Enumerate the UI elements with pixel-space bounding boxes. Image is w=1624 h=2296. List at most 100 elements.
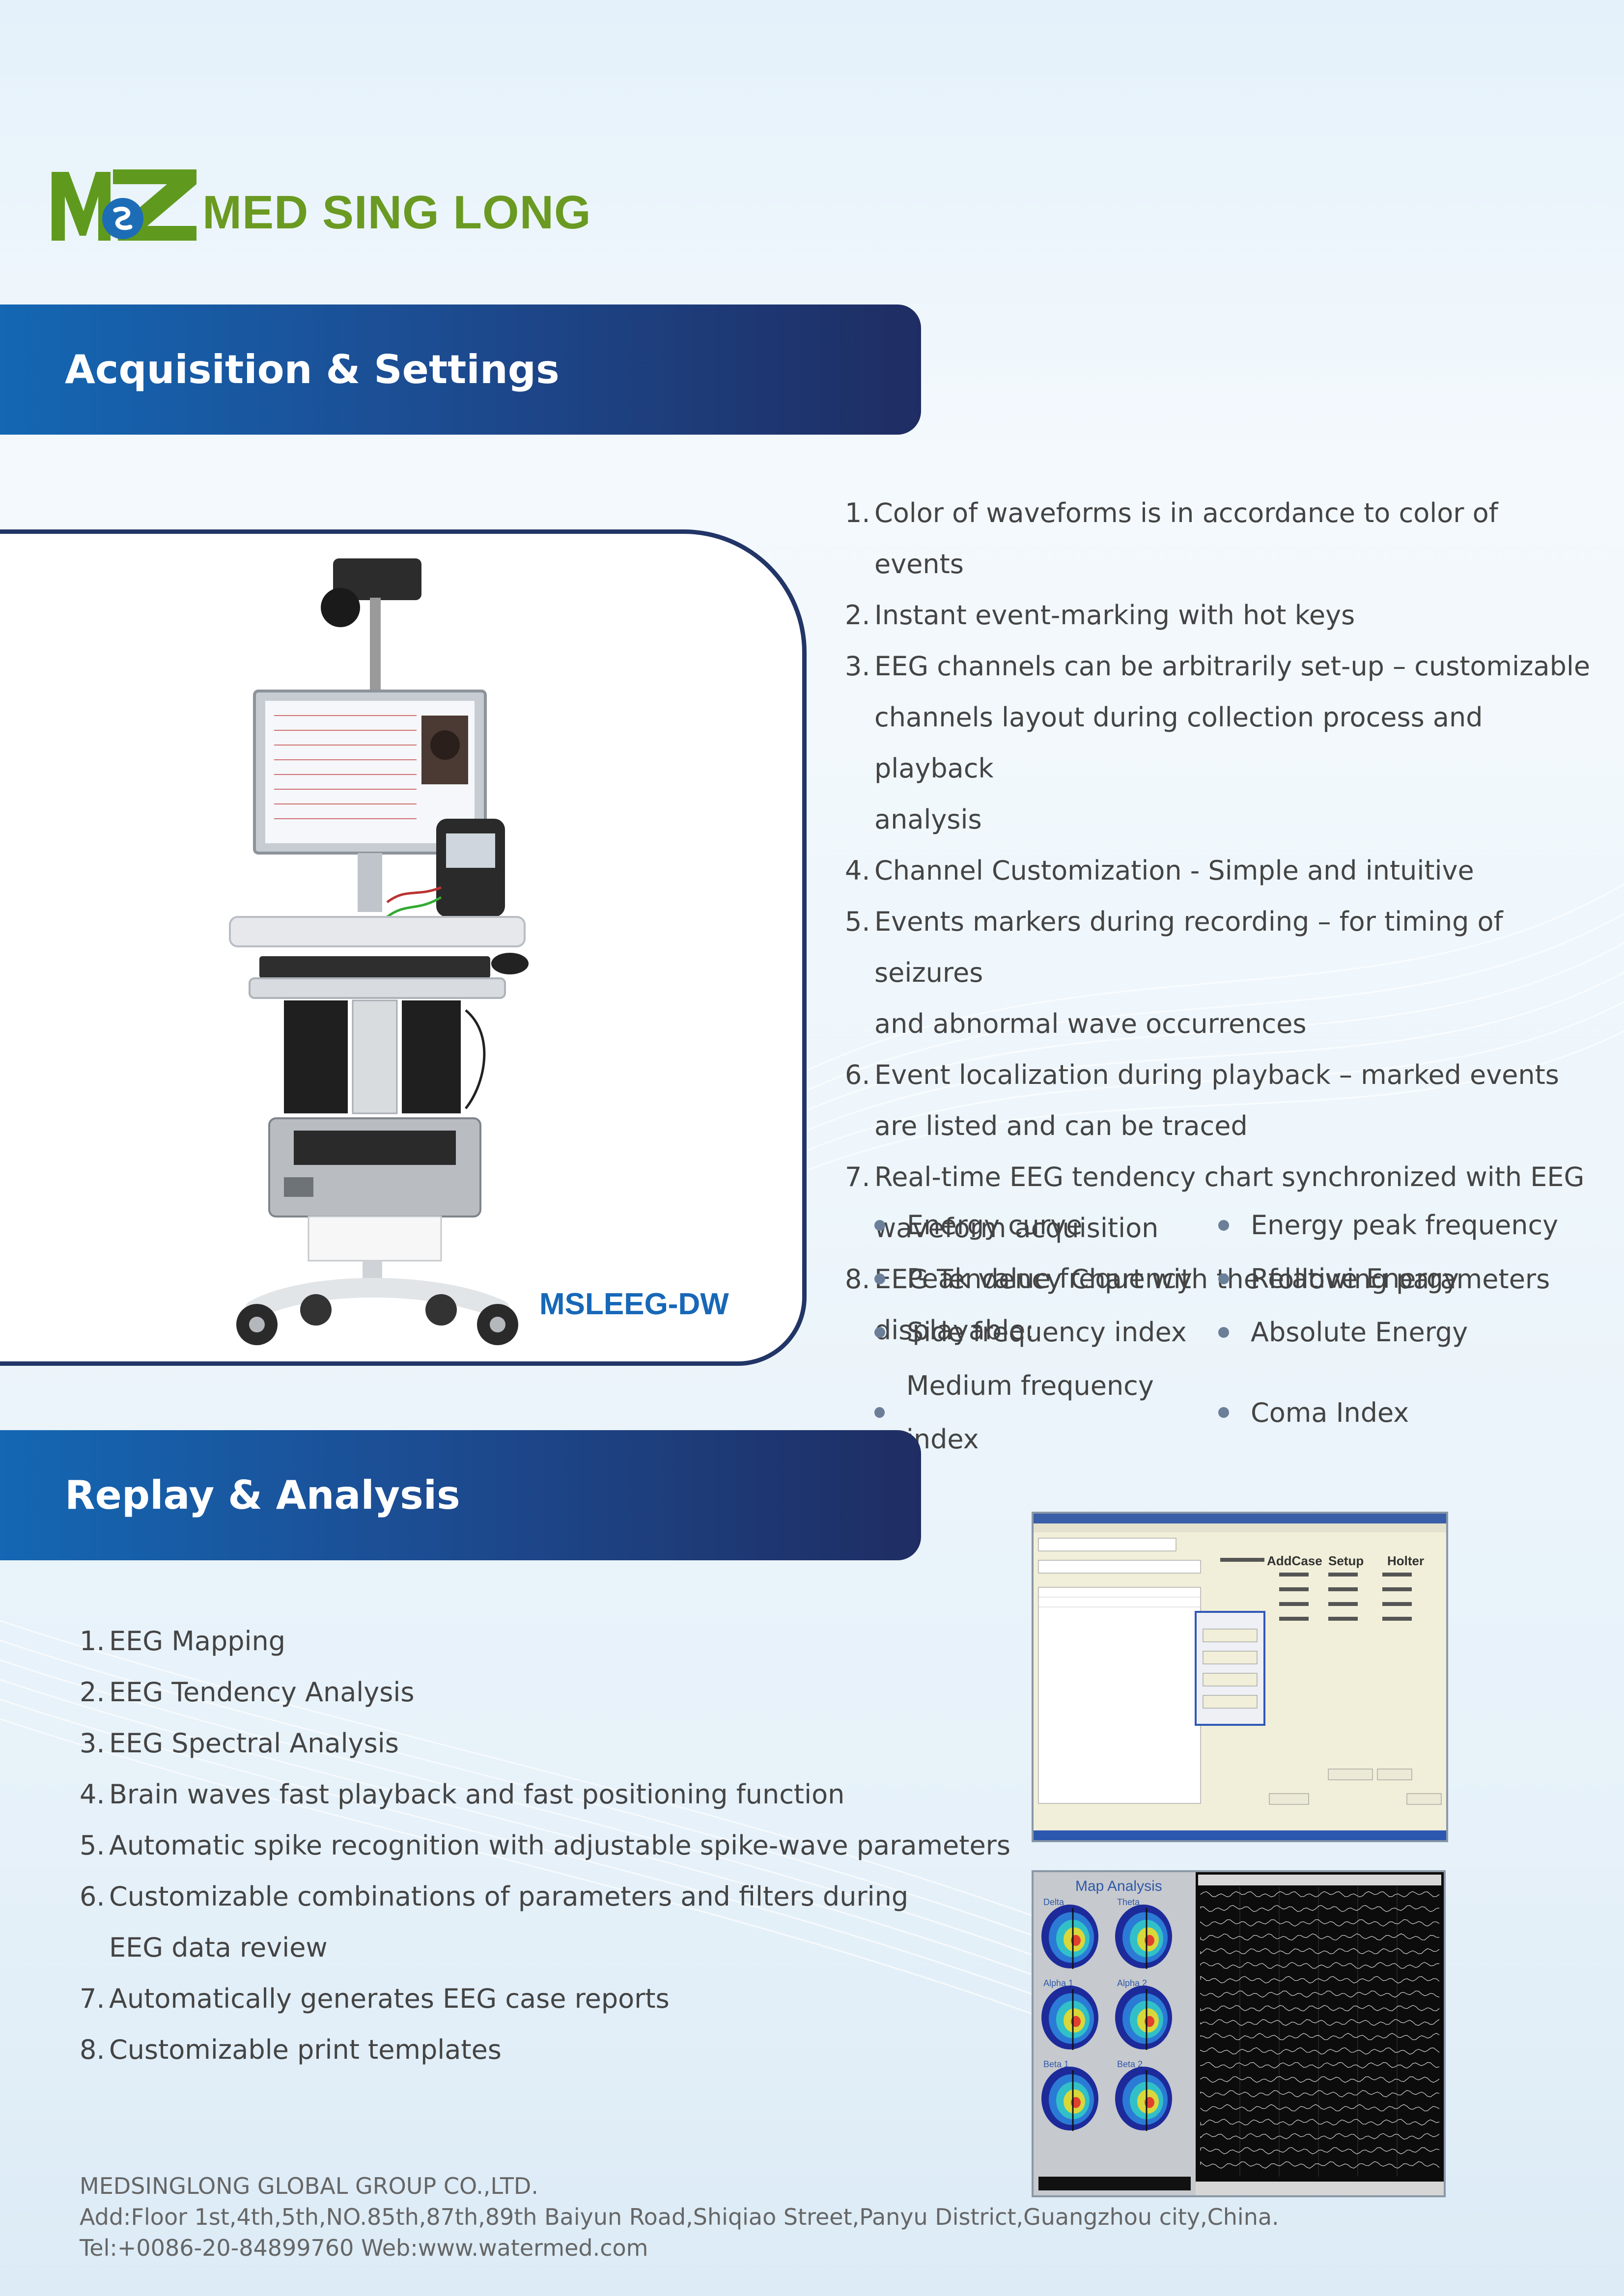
- eeg-trace: [1200, 1933, 1440, 1941]
- list-item: 8.EEG Tendency Chart with the following …: [845, 1254, 1592, 1356]
- eeg-trace: [1200, 2062, 1440, 2069]
- holter-button-label: Holter: [1387, 1553, 1424, 1568]
- list-item-line: Event localization during playback – mar…: [874, 1059, 1559, 1090]
- list-number: 4.: [80, 1779, 105, 1810]
- bullet-dot-icon: [1218, 1219, 1229, 1231]
- list-number: 3.: [845, 651, 870, 682]
- list-item-line: displayable:: [874, 1315, 1035, 1346]
- list-number: 1.: [80, 1626, 105, 1657]
- list-number: 8.: [80, 2034, 105, 2065]
- bullet-dot-icon: [874, 1327, 885, 1338]
- list-item-line: Automatic spike recognition with adjusta…: [109, 1830, 1010, 1861]
- bullet-dot-icon: [1218, 1327, 1229, 1338]
- brain-map: Alpha 1: [1041, 1978, 1098, 2050]
- eeg-trace: [1200, 2090, 1440, 2098]
- list-number: 1.: [845, 498, 870, 528]
- list-item-line: Customizable combinations of parameters …: [109, 1881, 909, 1912]
- parameter-label: Relative Energy: [1251, 1263, 1459, 1294]
- eeg-trace: [1200, 1948, 1440, 1955]
- list-item-line: waveform acquisition: [874, 1213, 1159, 1244]
- eeg-trace: [1200, 2033, 1440, 2041]
- acquisition-feature-list: 1.Color of waveforms is in accordance to…: [845, 488, 1592, 1356]
- list-item-line: Instant event-marking with hot keys: [874, 600, 1355, 631]
- eeg-trace: [1200, 2005, 1440, 2012]
- bullet-dot-icon: [1218, 1273, 1229, 1284]
- list-item-line: Color of waveforms is in accordance to c…: [874, 498, 1498, 580]
- list-number: 6.: [80, 1881, 105, 1912]
- eeg-trace: [1200, 2119, 1440, 2126]
- list-number: 2.: [80, 1677, 105, 1708]
- list-item-line: Real-time EEG tendency chart synchronize…: [874, 1162, 1585, 1192]
- list-item: 6.Event localization during playback – m…: [845, 1050, 1592, 1152]
- eeg-trace: [1200, 1919, 1440, 1927]
- parameter-label: Energy curve: [907, 1210, 1083, 1241]
- eeg-trace: [1200, 1976, 1440, 1984]
- brand-name: MED SING LONG: [202, 186, 591, 239]
- list-number: 5.: [845, 906, 870, 937]
- list-number: 7.: [845, 1162, 870, 1192]
- parameter-item: Relative Energy: [1218, 1252, 1562, 1305]
- parameter-label: Coma Index: [1251, 1397, 1409, 1428]
- brain-map-label: Theta: [1117, 1897, 1140, 1907]
- list-number: 6.: [845, 1059, 870, 1090]
- parameter-item: Coma Index: [1218, 1359, 1562, 1466]
- addcase-button-label: AddCase: [1267, 1553, 1322, 1568]
- brain-map: Beta 2: [1115, 2059, 1172, 2131]
- brain-map-label: Alpha 1: [1043, 1978, 1073, 1988]
- eeg-trace: [1200, 1991, 1440, 1998]
- list-item: 1.EEG Mapping: [80, 1616, 1023, 1667]
- parameter-label: Peak value frequency: [907, 1263, 1192, 1294]
- list-item-line: channels layout during collection proces…: [874, 702, 1483, 784]
- list-item: 4.Channel Customization - Simple and int…: [845, 845, 1592, 896]
- list-item-line: EEG Mapping: [109, 1626, 285, 1657]
- section-banner-acquisition: Acquisition & Settings: [0, 304, 921, 435]
- list-item-line: EEG Spectral Analysis: [109, 1728, 399, 1759]
- parameter-label: Energy peak frequency: [1251, 1210, 1559, 1241]
- footer-contact: MEDSINGLONG GLOBAL GROUP CO.,LTD. Add:Fl…: [80, 2171, 1279, 2264]
- list-item: 7.Automatically generates EEG case repor…: [80, 1973, 1023, 2024]
- eeg-trace: [1200, 2147, 1440, 2155]
- list-item: 3.EEG Spectral Analysis: [80, 1718, 1023, 1769]
- company-logo: MED SING LONG: [49, 162, 591, 246]
- eeg-trace: [1200, 1905, 1440, 1912]
- company-contact: Tel:+0086-20-84899760 Web:www.watermed.c…: [80, 2235, 648, 2261]
- list-number: 8.: [845, 1264, 870, 1295]
- brain-map-label: Delta: [1043, 1897, 1064, 1907]
- list-item: 4.Brain waves fast playback and fast pos…: [80, 1769, 1023, 1820]
- parameter-item: Medium frequency index: [874, 1359, 1218, 1466]
- section-title: Acquisition & Settings: [65, 347, 560, 392]
- map-analysis-title: Map Analysis: [1075, 1878, 1162, 1894]
- list-item: 2.EEG Tendency Analysis: [80, 1667, 1023, 1718]
- eeg-trace: [1200, 2133, 1440, 2140]
- list-item-line: EEG Tendency Chart with the following pa…: [874, 1264, 1550, 1295]
- list-item: 7.Real-time EEG tendency chart synchroni…: [845, 1152, 1592, 1254]
- list-number: 7.: [80, 1983, 105, 2014]
- eeg-trace: [1200, 1891, 1440, 1898]
- list-number: 5.: [80, 1830, 105, 1861]
- eeg-trace: [1200, 2047, 1440, 2055]
- msl-logo-icon: [52, 169, 196, 241]
- parameter-item: Side frequency index: [874, 1305, 1218, 1359]
- setup-window-illustration: AddCase Setup Holter: [1034, 1514, 1446, 1840]
- parameter-item: Peak value frequency: [874, 1252, 1218, 1305]
- eeg-trace: [1200, 2161, 1440, 2169]
- list-item: 5.Automatic spike recognition with adjus…: [80, 1820, 1023, 1871]
- list-item-line: Events markers during recording – for ti…: [874, 906, 1503, 988]
- brain-map-label: Beta 1: [1043, 2059, 1069, 2069]
- model-label: MSLEEG-DW: [539, 1287, 729, 1321]
- list-number: 3.: [80, 1728, 105, 1759]
- list-item-line: EEG Tendency Analysis: [109, 1677, 415, 1708]
- parameter-label: Side frequency index: [907, 1317, 1187, 1348]
- list-item-line: Channel Customization - Simple and intui…: [874, 855, 1474, 886]
- brain-map: Beta 1: [1041, 2059, 1098, 2131]
- brain-map-label: Beta 2: [1117, 2059, 1143, 2069]
- company-address: Add:Floor 1st,4th,5th,NO.85th,87th,89th …: [80, 2204, 1279, 2230]
- parameter-item: Energy peak frequency: [1218, 1198, 1562, 1252]
- eeg-trace: [1200, 2019, 1440, 2026]
- list-item-line: analysis: [874, 804, 982, 835]
- list-item-line: Brain waves fast playback and fast posit…: [109, 1779, 845, 1810]
- eeg-cart-device-illustration: [229, 558, 529, 1345]
